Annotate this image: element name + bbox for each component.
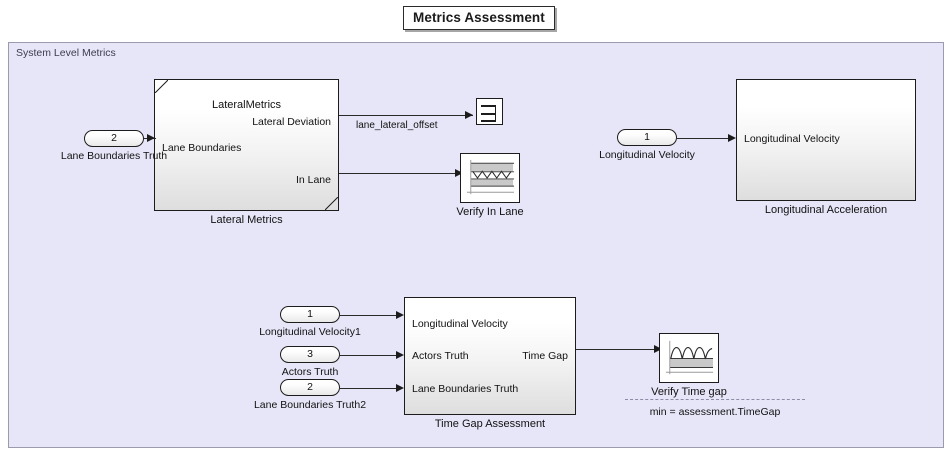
wire-arrowhead [396,384,404,392]
signal-label-lane-lateral-offset: lane_lateral_offset [356,120,438,131]
port-label-in-lane: In Lane [295,174,331,186]
annotation-time-gap: min = assessment.TimeGap [625,399,805,418]
wire-arrowhead [147,134,155,142]
subsystem-corner-icon [155,80,168,93]
subsystem-corner-icon [325,197,338,210]
wire-arrowhead [654,345,662,353]
wire-lane-boundaries-truth2 [340,388,397,389]
block-verify-time-gap[interactable]: Verify Time gap [651,333,727,398]
inport-number: 1 [644,131,650,143]
wire-arrowhead [455,169,463,177]
inport-lane-boundaries-truth2[interactable]: 2 Lane Boundaries Truth2 [254,379,366,411]
block-caption-lateral-metrics: Lateral Metrics [210,214,283,226]
block-caption-time-gap-assessment: Time Gap Assessment [434,418,546,430]
inport-caption: Actors Truth [281,366,339,378]
wire-actors-truth [340,355,397,356]
inport-longitudinal-velocity[interactable]: 1 Longitudinal Velocity [599,129,695,161]
page-title: Metrics Assessment [403,6,555,30]
port-label-longitudinal-velocity: Longitudinal Velocity [744,133,840,145]
block-caption-verify-in-lane: Verify In Lane [456,206,524,218]
port-label-lane-boundaries-truth: Lane Boundaries Truth [412,383,519,395]
inport-caption: Longitudinal Velocity1 [259,326,361,338]
port-label-lane-boundaries: Lane Boundaries [162,142,242,154]
wire-arrowhead [396,351,404,359]
inport-actors-truth[interactable]: 3 Actors Truth [280,346,340,378]
block-longitudinal-acceleration[interactable]: Longitudinal Velocity Longitudinal Accel… [736,79,916,216]
port-label-time-gap: Time Gap [522,350,568,362]
inport-longitudinal-velocity1[interactable]: 1 Longitudinal Velocity1 [259,306,361,338]
wire-arrowhead [728,134,736,142]
container-label: System Level Metrics [16,47,116,59]
port-label-actors-truth: Actors Truth [412,350,469,362]
block-caption-verify-time-gap: Verify Time gap [651,386,727,398]
inport-caption: Lane Boundaries Truth2 [253,399,367,411]
inport-number: 2 [111,132,117,144]
signal-logging-icon [481,103,498,122]
inport-lane-boundaries-truth[interactable]: 2 Lane Boundaries Truth [61,130,167,162]
wire-in-lane [339,173,463,174]
block-lane-lateral-offset-log[interactable] [476,98,503,125]
block-caption-longitudinal-acceleration: Longitudinal Acceleration [764,204,888,216]
port-label-longitudinal-velocity: Longitudinal Velocity [412,318,508,330]
port-label-lateral-deviation: Lateral Deviation [252,116,331,128]
block-lateral-metrics[interactable]: LateralMetrics Lateral Deviation Lane Bo… [154,79,339,226]
block-inner-title: LateralMetrics [211,99,282,111]
annotation-divider [625,399,805,400]
wire-arrowhead [465,111,473,119]
assessment-waveform-icon [465,158,515,198]
wire-longitudinal-velocity1 [340,315,397,316]
inport-number: 3 [307,348,313,360]
wire-longitudinal-velocity [677,138,729,139]
inport-number: 1 [307,308,313,320]
assessment-waveform-icon [664,338,714,378]
annotation-text: min = assessment.TimeGap [649,406,781,418]
block-verify-in-lane[interactable]: Verify In Lane [456,153,524,218]
inport-number: 2 [307,381,313,393]
wire-arrowhead [396,311,404,319]
block-time-gap-assessment[interactable]: Longitudinal Velocity Actors Truth Lane … [404,297,576,430]
system-level-metrics-container: System Level Metrics LateralMetrics Late… [8,42,944,448]
inport-caption: Longitudinal Velocity [599,149,695,161]
wire-lane-lateral-offset [339,115,473,116]
inport-caption: Lane Boundaries Truth [60,150,168,162]
wire-time-gap [576,349,661,350]
